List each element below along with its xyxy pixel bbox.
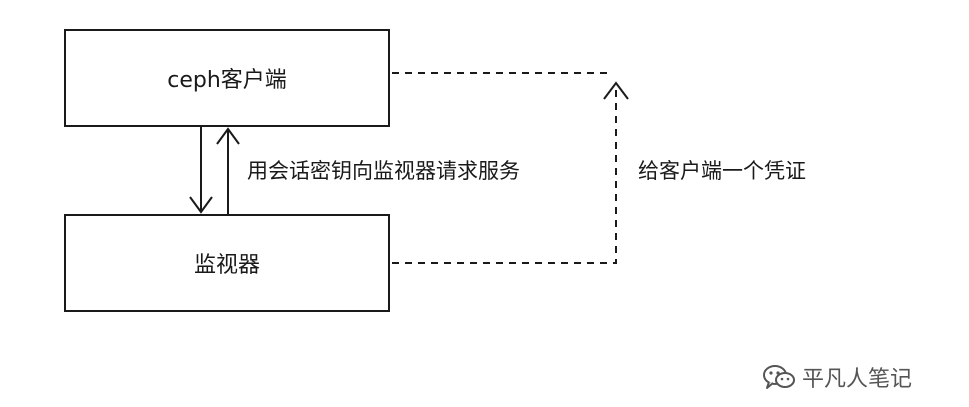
monitor-label: 监视器 xyxy=(193,253,260,278)
wechat-icon xyxy=(763,365,795,389)
monitor-box: 监视器 xyxy=(64,214,390,312)
arrow-down-head xyxy=(189,196,213,214)
dashed-arrow-head xyxy=(603,81,629,100)
credential-label: 给客户端一个凭证 xyxy=(638,159,806,183)
request-service-label: 用会话密钥向监视器请求服务 xyxy=(247,159,520,183)
arrow-up-head xyxy=(216,127,240,145)
dashed-credential-path xyxy=(392,83,617,264)
ceph-client-box: ceph客户端 xyxy=(64,29,390,127)
watermark: 平凡人笔记 xyxy=(762,361,912,393)
watermark-text: 平凡人笔记 xyxy=(802,367,913,392)
ceph-client-label: ceph客户端 xyxy=(167,68,287,93)
